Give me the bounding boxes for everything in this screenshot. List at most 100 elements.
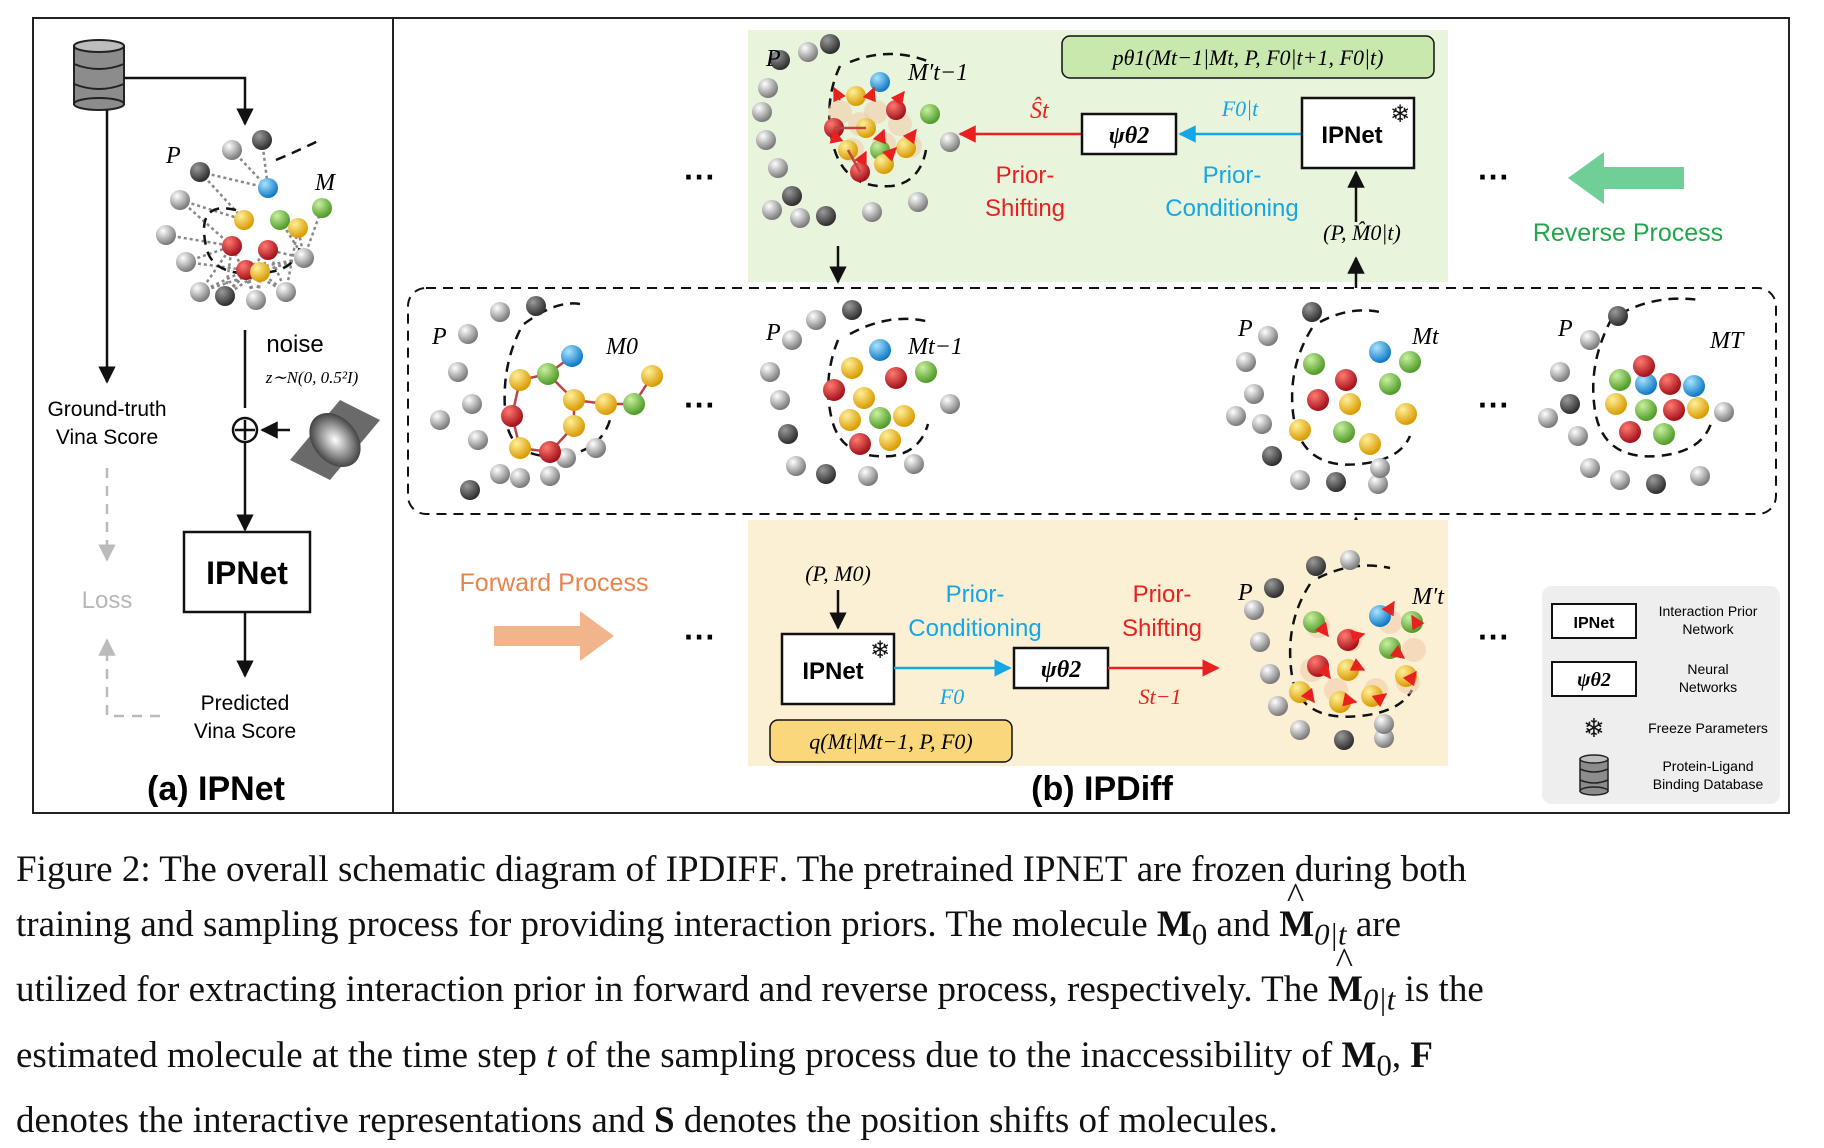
atom [920, 104, 940, 124]
atom [526, 296, 546, 316]
shift-arrow [1381, 600, 1395, 617]
atom [1369, 341, 1391, 363]
complex-molecule [156, 130, 332, 310]
atom [1290, 470, 1310, 490]
psi-label-reverse: ψθ2 [1109, 123, 1150, 149]
atom [778, 424, 798, 444]
atom [1368, 474, 1388, 494]
gaussian-noise-icon [290, 400, 380, 480]
atom [1361, 685, 1383, 707]
atom [1289, 681, 1311, 703]
atom [1262, 446, 1282, 466]
atom [904, 454, 924, 474]
atom [869, 407, 891, 429]
forward-process-label: Forward Process [460, 569, 649, 597]
atom [782, 330, 802, 350]
atom [893, 405, 915, 427]
atom [1635, 399, 1657, 421]
shift-arrow [1300, 687, 1315, 704]
shift-arrow [890, 90, 905, 107]
atom [1610, 470, 1630, 490]
reverse-f0t: F0|t [1221, 96, 1259, 121]
atom [1633, 355, 1655, 377]
atom [556, 448, 576, 468]
atom [563, 415, 585, 437]
bond [185, 260, 247, 272]
forward-process-arrow [494, 611, 614, 661]
snowflake-icon: ❄ [870, 637, 890, 664]
atom [1329, 691, 1351, 713]
snowflake-icon: ❄ [1583, 713, 1605, 743]
atom [1326, 472, 1346, 492]
forward-prior-conditioning-1: Prior- [946, 581, 1005, 608]
shift-arrow [1389, 644, 1406, 659]
atom [1659, 373, 1681, 395]
atom [1337, 629, 1359, 651]
atom [858, 466, 878, 486]
atom [1663, 399, 1685, 421]
ipnet-label-reverse: IPNet [1321, 122, 1382, 149]
shift-arrow [882, 147, 897, 162]
atom [762, 200, 782, 220]
psi-box-reverse [1080, 112, 1178, 156]
atom [853, 387, 875, 409]
gt-vina-line2: Vina Score [56, 426, 158, 449]
atom [623, 393, 645, 415]
loss-label: Loss [82, 587, 133, 614]
atom [1359, 433, 1381, 455]
atom [1395, 403, 1417, 425]
figure-caption: Figure 2: The overall schematic diagram … [16, 842, 1806, 1148]
ghost-atom [1402, 638, 1426, 662]
shift-arrow [1316, 663, 1331, 680]
chain-p-1: P [765, 320, 781, 346]
atom [1609, 369, 1631, 391]
forward-s: St−1 [1139, 684, 1182, 709]
chain-p-2: P [1237, 316, 1253, 342]
atom [258, 178, 278, 198]
atom [1608, 306, 1628, 326]
atom [820, 34, 840, 54]
atom [1333, 421, 1355, 443]
atom [1379, 373, 1401, 395]
atom [1250, 632, 1270, 652]
atom [1258, 326, 1278, 346]
atom [270, 210, 290, 230]
atom [842, 300, 862, 320]
label-m: M [314, 170, 337, 196]
noise-label: noise [266, 331, 323, 358]
atom [586, 438, 606, 458]
atom [1236, 352, 1256, 372]
atom [1619, 421, 1641, 443]
atom [896, 138, 916, 158]
ghost-atom [864, 100, 888, 124]
atom [170, 190, 190, 210]
atom [276, 282, 296, 302]
legend-ipnet-text-2: Network [1682, 621, 1734, 637]
chain-p-3: P [1557, 316, 1573, 342]
atom [862, 202, 882, 222]
bond [199, 270, 261, 294]
atom [246, 290, 266, 310]
atom [1303, 611, 1325, 633]
atom [563, 389, 585, 411]
frame-panel-b [392, 17, 1790, 814]
reverse-process-arrow [1568, 152, 1684, 204]
atom [908, 192, 928, 212]
binding-pocket [826, 317, 931, 458]
forward-state-molecule [1244, 550, 1426, 750]
reverse-formula: pθ1(Mt−1|Mt, P, F0|t+1, F0|t) [1111, 45, 1384, 70]
bond [199, 171, 245, 221]
reverse-label-m: M′t−1 [907, 60, 968, 86]
legend-ipnet-key: IPNet [1574, 615, 1616, 632]
atom [756, 130, 776, 150]
database-icon [73, 39, 125, 111]
caption-line-1: Figure 2: The overall schematic diagram … [16, 849, 1467, 890]
reverse-state-molecule [752, 34, 960, 228]
atom [190, 282, 210, 302]
atom [1303, 353, 1325, 375]
atom [258, 240, 278, 260]
reverse-prior-shifting-2: Shifting [985, 195, 1065, 222]
atom [448, 362, 468, 382]
atom [915, 361, 937, 383]
atom [1289, 419, 1311, 441]
